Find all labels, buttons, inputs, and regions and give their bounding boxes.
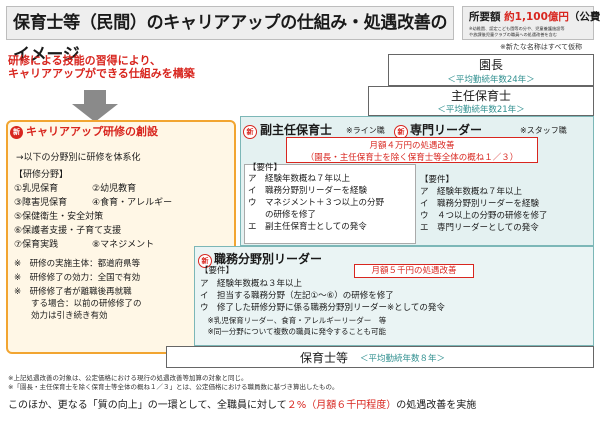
base-title: 保育士等 [300,351,349,365]
vice-req: ア 経験年数概ね７年以上 [248,174,351,184]
career-subtitle: →以下の分野別に研修を体系化 [16,153,141,163]
field-item: ④食育・アレルギー [92,198,173,208]
chief-years: ＜平均勤続年数21年＞ [437,105,525,115]
specialist-req: ア 経験年数概ね７年以上 [420,187,523,197]
career-note: ※ 研修の実施主体：都道府県等 [14,259,141,269]
specialist-req: エ 専門リーダーとしての発令 [420,223,539,233]
field-leader-header: 新 [198,250,212,269]
budget-box: 所要額 約1,100億円（公費） ※幼稚園、認定こども園等の分や、児童養護施設等… [462,6,600,40]
vice-req: の研修を修了 [248,210,317,220]
director-years: ＜平均勤続年数24年＞ [447,75,535,85]
director-tier: 園長 ＜平均勤続年数24年＞ [388,54,594,86]
field-item: ①乳児保育 [14,184,59,194]
field-item: ⑥保護者支援・子育て支援 [14,226,122,236]
field-leader-req: イ 担当する職務分野（左記①～⑥）の研修を修了 [200,291,394,301]
base-tier [166,346,594,368]
vice-chief-header: 新 [243,121,257,140]
career-note: ※ 研修修了者が離職後再就職 [14,287,132,297]
vice-req: エ 副主任保育士としての発令 [248,222,367,232]
field-item: ⑧マネジメント [92,240,155,250]
field-item: ⑦保育実践 [14,240,59,250]
field-item: ②幼児教育 [92,184,137,194]
career-note: する場合：以前の研修修了の [14,299,142,309]
budget-note: ※幼稚園、認定こども園等の分や、児童養護施設等 [469,26,565,31]
footnote: ※上記処遇改善の対象は、公定価格における現行の処遇改善等加算の対象と同じ。 [8,374,248,382]
bottom-statement: このほか、更なる「質の向上」の一環として、全職員に対して２%（月額６千円程度）の… [8,400,477,411]
field-leader-title: 職務分野別リーダー [214,252,323,266]
specialist-req: イ 職務分野別リーダーを経験 [420,199,540,209]
vice-req-title: 【要件】 [248,163,283,173]
field-item: ③障害児保育 [14,198,68,208]
field-leader-pay-box: 月額５千円の処遇改善 [354,264,474,278]
new-badge: 新 [10,125,23,139]
vice-req: イ 職務分野別リーダーを経験 [248,186,368,196]
budget-note: や放課後児童クラブの職員への処遇改善を含む [469,32,557,37]
vice-chief-type: ※ライン職 [346,126,385,135]
career-note: ※ 研修修了の効力：全国で有効 [14,273,141,283]
intro-text: 研修による技能の習得により、 キャリアアップができる仕組みを構築 [8,54,195,80]
field-leader-req: ※乳児保育リーダー、食育・アレルギーリーダー 等 [200,316,387,325]
career-note: 効力は引き続き有効 [14,311,108,321]
specialist-type: ※スタッフ職 [520,126,567,135]
field-leader-box [194,246,594,346]
down-arrow-icon [72,90,118,122]
vice-chief-title: 副主任保育士 [260,123,333,137]
field-leader-req: ア 経験年数概ね３年以上 [200,279,303,289]
vice-req-panel [244,164,416,244]
footnote: ※「園長・主任保育士を除く保育士等全体の概ね１／３」とは、公定価格における職員数… [8,383,339,391]
base-years: ＜平均勤続年数８年＞ [360,354,446,364]
field-item: ⑤保健衛生・安全対策 [14,212,104,222]
chief-tier: 主任保育士 ＜平均勤続年数21年＞ [368,86,594,116]
field-leader-req-title: 【要件】 [200,266,235,276]
field-leader-req: ウ 修了した研修分野に係る職務分野別リーダー※としての発令 [200,303,445,313]
director-title: 園長 [478,58,503,72]
specialist-req-title: 【要件】 [420,175,455,185]
specialist-req: ウ ４つ以上の分野の研修を修了 [420,211,548,221]
vice-req: ウ マネジメント＋３つ以上の分野 [248,198,385,208]
new-badge: 新 [243,124,257,139]
page-title: 保育士等（民間）のキャリアアップの仕組み・処遇改善のイメージ [6,6,454,65]
career-training-title: 新キャリアアップ研修の創設 [10,123,158,139]
name-note: ※新たな名称はすべて仮称 [500,43,583,51]
vice-pay-box: 月額４万円の処遇改善 （園長・主任保育士を除く保育士等全体の概ね１／３） [286,137,538,163]
fields-title: 【研修分野】 [14,170,69,180]
new-badge: 新 [198,253,212,268]
chief-title: 主任保育士 [450,89,511,103]
specialist-title: 専門リーダー [410,123,483,137]
field-leader-req: ※同一分野について複数の職員に発令することも可能 [200,327,387,336]
budget-amount: 所要額 約1,100億円（公費） [469,11,600,23]
